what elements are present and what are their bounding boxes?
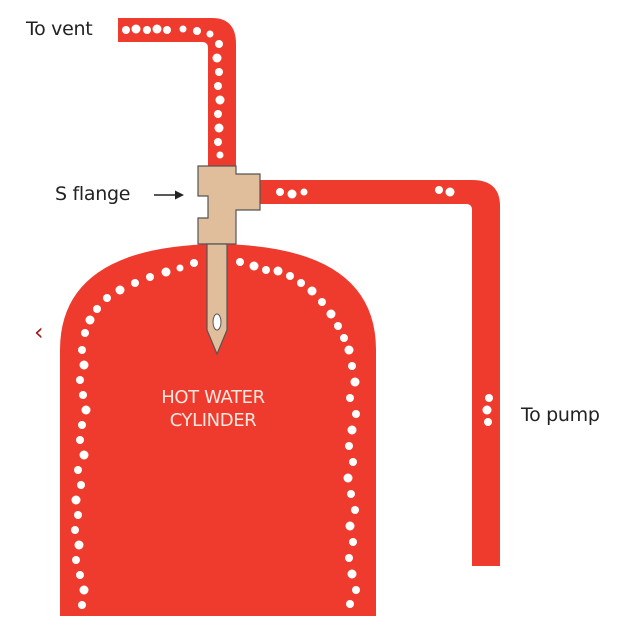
bubble (163, 26, 171, 34)
bubble (81, 329, 89, 337)
bubble (78, 421, 86, 429)
bubble (347, 425, 357, 435)
bubble (190, 259, 198, 267)
bubble (350, 377, 360, 387)
bubble (346, 394, 354, 402)
bubble (352, 586, 360, 594)
bubble (131, 279, 139, 287)
bubble (287, 189, 297, 199)
cylinder-label-line1: HOT WATER (161, 387, 265, 408)
bubble (122, 26, 130, 34)
probe-hole (212, 313, 222, 331)
bubble (236, 258, 244, 266)
bubble (206, 30, 214, 38)
bubble (435, 186, 443, 194)
bubble (214, 110, 222, 118)
air-bubbles (71, 24, 493, 609)
bubble (79, 585, 89, 595)
previous-chevron-icon[interactable]: ‹ (34, 318, 44, 346)
bubble (71, 526, 79, 534)
bubble (346, 600, 354, 608)
bubble (276, 188, 284, 196)
bubble (485, 394, 493, 402)
bubble (334, 322, 342, 330)
bubble (214, 123, 224, 133)
bubble (345, 554, 353, 562)
bubble (146, 273, 154, 281)
bubble (340, 334, 348, 342)
bubble (131, 24, 141, 34)
bubble (152, 24, 162, 34)
bubble (103, 294, 111, 302)
bubble (74, 540, 84, 550)
bubble (115, 285, 125, 295)
bubble (249, 261, 259, 271)
bubble (347, 569, 357, 579)
bubble (78, 346, 86, 354)
s-flange (197, 165, 261, 245)
bubble (307, 286, 317, 296)
bubble (286, 272, 294, 280)
immersion-probe (206, 243, 228, 356)
bubble (76, 376, 84, 384)
bubble (347, 490, 355, 498)
s-flange-arrow (154, 190, 184, 200)
bubble (273, 266, 283, 276)
bubble (193, 27, 201, 35)
bubble (212, 53, 222, 63)
bubble (326, 309, 336, 319)
cylinder-label: HOT WATER CYLINDER (113, 386, 313, 432)
bubble (215, 40, 223, 48)
bubble (344, 345, 354, 355)
bubble (93, 305, 101, 313)
bubble (179, 25, 187, 33)
bubble (74, 511, 82, 519)
bubble (215, 95, 225, 105)
bubble (215, 68, 223, 76)
bubble (79, 450, 89, 460)
bubble (348, 362, 356, 370)
bubble (352, 410, 360, 418)
hot-water-cylinder (60, 244, 376, 616)
bubble (445, 187, 455, 197)
bubble (77, 481, 85, 489)
bubble (214, 138, 222, 146)
to-vent-label: To vent (26, 18, 93, 40)
bubble (482, 405, 492, 415)
bubble (161, 267, 171, 277)
bubble (72, 556, 80, 564)
bubble (78, 601, 86, 609)
bubble (349, 538, 357, 546)
bubble (81, 405, 91, 415)
bubble (345, 442, 353, 450)
bubble (76, 436, 84, 444)
bubble (71, 495, 81, 505)
bubble (297, 279, 305, 287)
bubble (214, 82, 222, 90)
bubble (143, 26, 151, 34)
bubble (85, 315, 95, 325)
bubble (74, 466, 82, 474)
pump-pipe (254, 180, 500, 566)
bubble (484, 418, 492, 426)
bubble (345, 521, 355, 531)
vent-pipe (118, 18, 236, 168)
bubble (351, 506, 359, 514)
to-pump-label: To pump (521, 404, 600, 426)
bubble (216, 151, 224, 159)
bubble (176, 264, 184, 272)
bubble (300, 188, 308, 196)
bubble (79, 391, 87, 399)
bubble (349, 458, 357, 466)
bubble (76, 571, 84, 579)
bubble (262, 266, 270, 274)
bubble (318, 298, 326, 306)
bubble (79, 360, 89, 370)
s-flange-label: S flange (55, 183, 131, 205)
bubble (343, 473, 353, 483)
cylinder-label-line2: CYLINDER (169, 410, 257, 431)
